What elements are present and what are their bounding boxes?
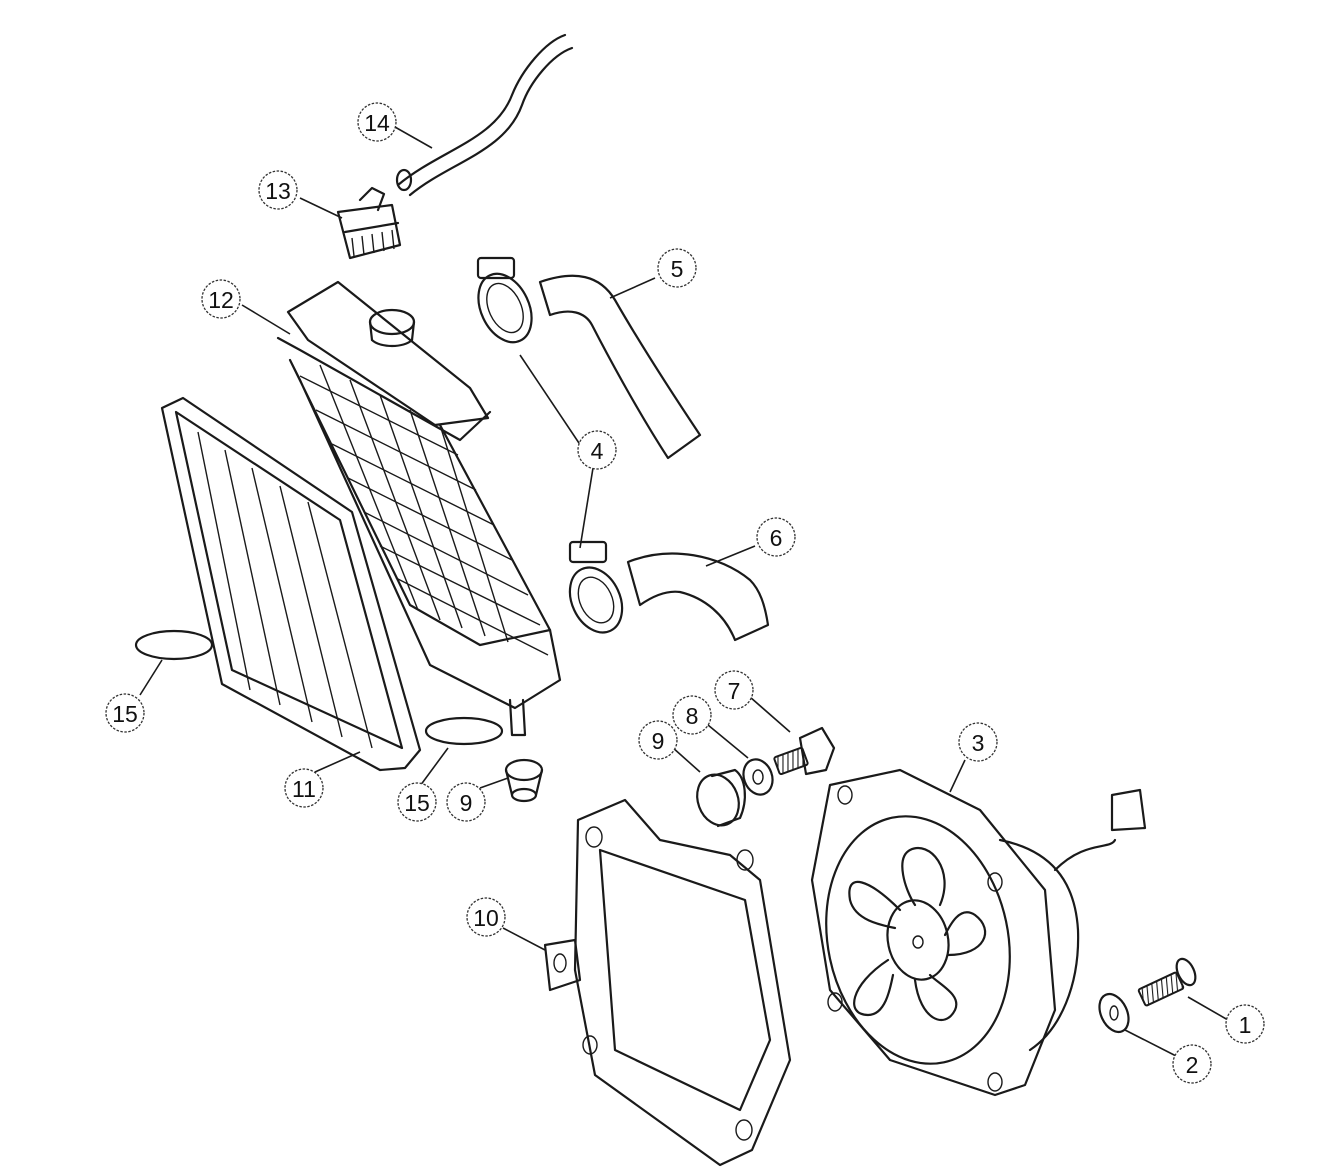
hose-clamp-upper-part [476,256,533,344]
callout-9: 9 [446,782,486,822]
callout-number: 15 [112,701,138,727]
rubber-grommet-part-upper [696,768,746,828]
callout-4: 4 [577,430,617,470]
callout-number: 14 [364,110,390,136]
callout-number: 1 [1239,1012,1252,1038]
callout-circle [397,782,437,822]
fan-washer-part [1098,992,1130,1034]
callout-number: 4 [591,438,604,464]
callout-circle [258,170,298,210]
callout-circle [1225,1004,1265,1044]
callout-3: 3 [958,722,998,762]
callout-14: 14 [357,102,397,142]
callout-circle [466,897,506,937]
callout-circle [105,693,145,733]
callout-circle [714,670,754,710]
callout-number: 5 [671,256,684,282]
radiator-part [276,280,562,737]
fan-shroud-part [543,798,792,1167]
lower-radiator-hose-part [626,552,770,642]
bolt-part [773,726,836,776]
callout-circle [958,722,998,762]
callout-1: 1 [1225,1004,1265,1044]
callout-number: 9 [460,790,473,816]
callout-5: 5 [657,248,697,288]
callout-number: 13 [265,178,291,204]
callout-11: 11 [284,768,324,808]
callout-number: 12 [208,287,234,313]
o-ring-part-lower [424,716,504,746]
hose-clamp-lower-part [568,540,624,634]
callout-circle [756,517,796,557]
upper-radiator-hose-part [538,274,702,460]
callout-12: 12 [201,279,241,319]
callout-circle [446,782,486,822]
callout-number: 8 [686,703,699,729]
callout-circle [284,768,324,808]
washer-part [742,758,774,796]
callout-number: 9 [652,728,665,754]
callout-number: 6 [770,525,783,551]
callout-15: 15 [397,782,437,822]
cooling-fan-part [810,768,1147,1097]
callout-circle [638,720,678,760]
callout-number: 10 [473,905,499,931]
callout-number: 2 [1186,1052,1199,1078]
o-ring-part [134,629,214,661]
callout-13: 13 [258,170,298,210]
callout-number: 7 [728,678,741,704]
overflow-tube-part [395,33,574,197]
callout-circle [657,248,697,288]
callout-9: 9 [638,720,678,760]
callout-circle [577,430,617,470]
callout-7: 7 [714,670,754,710]
callout-15: 15 [105,693,145,733]
callout-number: 15 [404,790,430,816]
radiator-grille-part [160,396,422,772]
callout-8: 8 [672,695,712,735]
callout-circle [1172,1044,1212,1084]
callout-2: 2 [1172,1044,1212,1084]
callout-circle [672,695,712,735]
radiator-cap-part [336,186,402,260]
callout-circle [357,102,397,142]
rubber-grommet-part [504,758,544,803]
callout-number: 3 [972,730,985,756]
callout-6: 6 [756,517,796,557]
callout-10: 10 [466,897,506,937]
callout-circle [201,279,241,319]
fan-screw-part [1137,957,1197,1007]
leader-lines [139,126,1229,1059]
callout-number: 11 [292,776,316,802]
